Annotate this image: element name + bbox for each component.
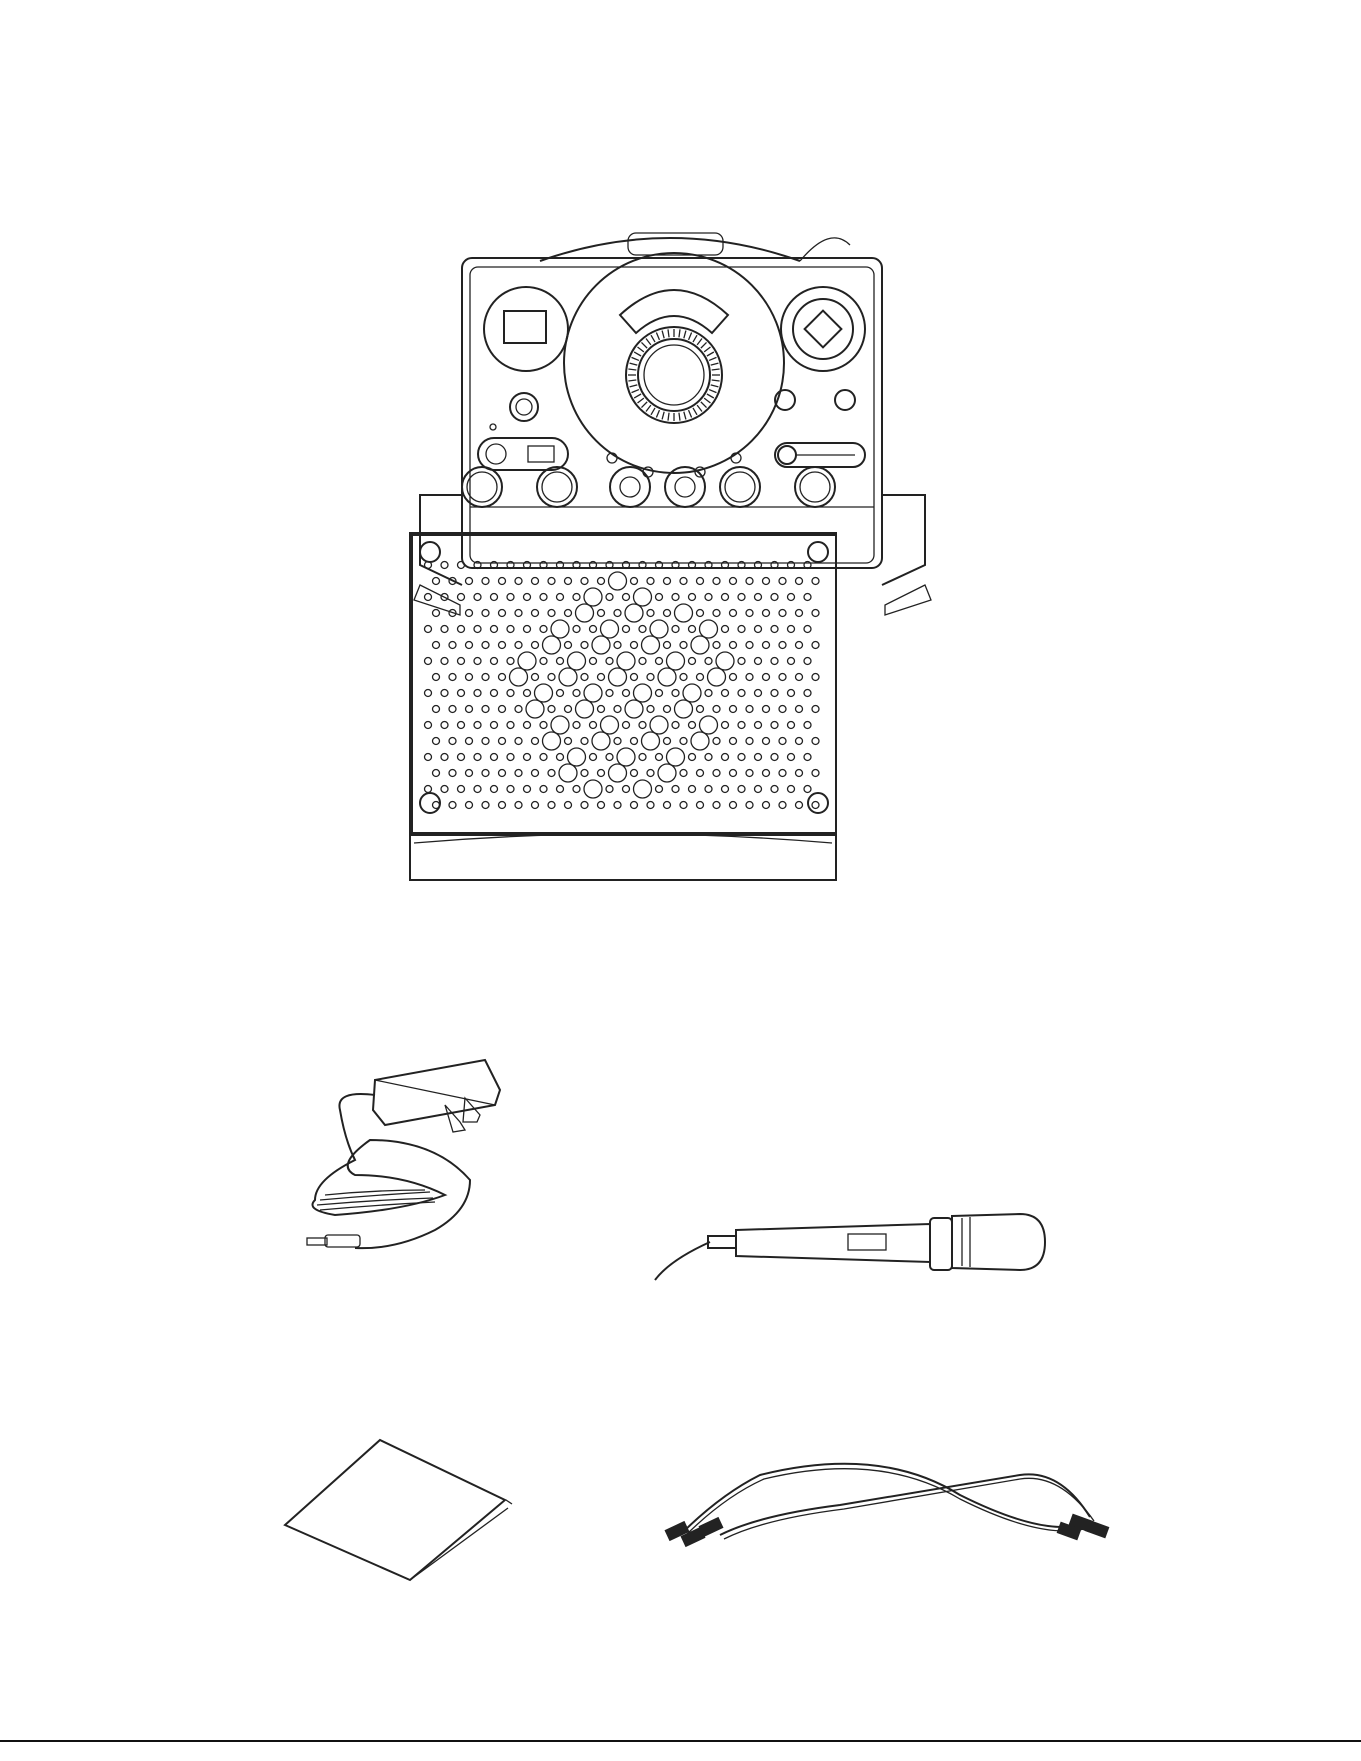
rca-cable-illustration [660, 1455, 1120, 1555]
karaoke-machine-illustration [400, 225, 940, 975]
manual-illustration [280, 1430, 530, 1580]
power-adapter-illustration [295, 1050, 560, 1315]
footer-rule [0, 1740, 1361, 1742]
microphone-illustration [650, 1200, 1060, 1300]
